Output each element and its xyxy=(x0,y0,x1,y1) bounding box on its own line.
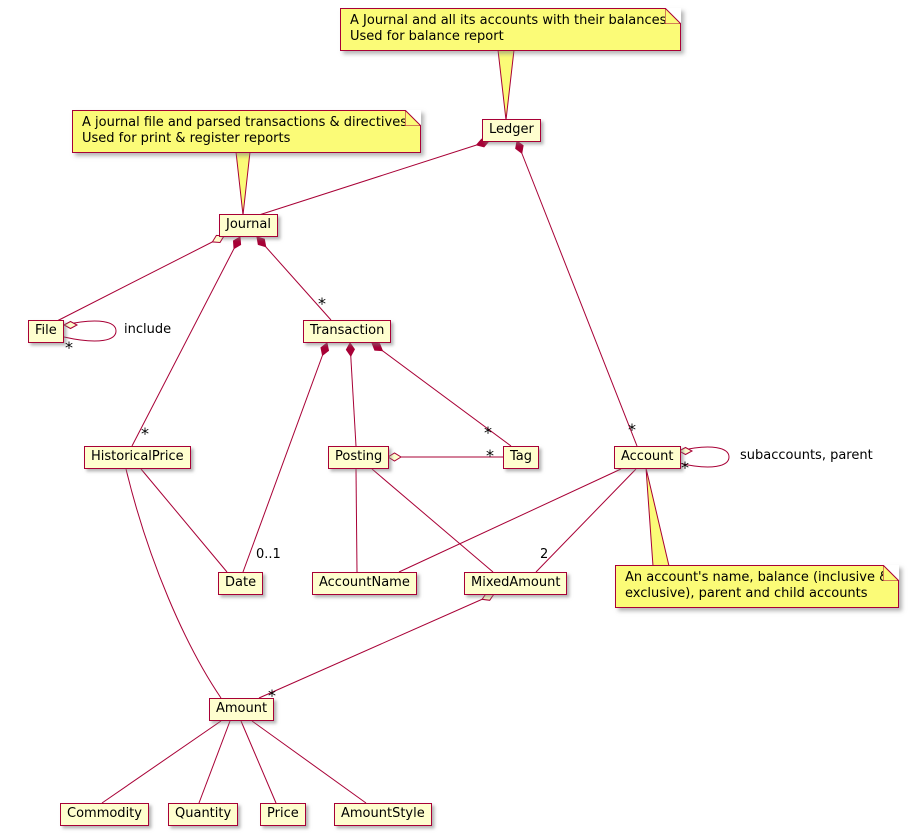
edge-account-accountname xyxy=(398,468,622,573)
edge-amount-amountstyle xyxy=(251,720,367,804)
uml-diamond xyxy=(515,140,524,154)
label-include: include xyxy=(124,322,172,337)
class-mixedamount: MixedAmount xyxy=(464,572,568,595)
note-account-line2: exclusive), parent and child accounts xyxy=(625,586,868,601)
class-commodity: Commodity xyxy=(60,803,149,826)
edge-historicalprice-date xyxy=(140,468,228,573)
edge-transaction-date xyxy=(242,342,328,573)
class-accountname: AccountName xyxy=(312,572,417,595)
uml-diamond xyxy=(320,342,330,357)
uml-diamond xyxy=(211,234,225,244)
mult-historicalprice: * xyxy=(141,424,149,443)
note-account: An account's name, balance (inclusive & … xyxy=(615,565,900,608)
note-tail-ledger xyxy=(497,49,515,121)
note-tail-journal xyxy=(235,151,251,216)
mult-date: 0..1 xyxy=(256,547,281,562)
edge-amount-price xyxy=(240,720,277,804)
mult-account: * xyxy=(628,420,636,439)
uml-diamond xyxy=(387,452,402,462)
class-amount: Amount xyxy=(209,698,275,721)
uml-diamond xyxy=(232,236,242,250)
mult-tag-from-posting: * xyxy=(486,446,494,465)
class-tag: Tag xyxy=(503,446,540,469)
note-journal-line1: A journal file and parsed transactions &… xyxy=(82,115,412,130)
class-file: File xyxy=(28,320,64,343)
edge-posting-mixedamount xyxy=(371,468,494,573)
edge-file-include-loop xyxy=(63,320,117,342)
mult-amount: * xyxy=(268,686,276,705)
edge-historicalprice-amount xyxy=(125,468,222,699)
note-tail-account xyxy=(645,467,670,567)
label-subaccounts-parent: subaccounts, parent xyxy=(740,448,873,463)
mult-tag-from-transaction: * xyxy=(484,423,492,442)
edge-amount-quantity xyxy=(198,720,231,804)
class-amountstyle: AmountStyle xyxy=(334,803,432,826)
class-price: Price xyxy=(260,803,306,826)
class-account: Account xyxy=(614,446,681,469)
uml-diamond xyxy=(371,342,384,352)
note-journal: A journal file and parsed transactions &… xyxy=(72,110,422,153)
edge-amount-commodity xyxy=(101,720,222,804)
class-transaction: Transaction xyxy=(303,320,392,343)
edge-account-mixedamount xyxy=(535,468,637,573)
uml-diamond xyxy=(256,236,267,248)
note-ledger: A Journal and all its accounts with thei… xyxy=(340,8,681,51)
edge-account-self-loop xyxy=(678,446,730,468)
class-historicalprice: HistoricalPrice xyxy=(84,446,191,469)
uml-diamond xyxy=(345,342,355,357)
edge-posting-accountname xyxy=(355,468,358,573)
mult-transaction: * xyxy=(318,294,326,313)
edge-ledger-account xyxy=(516,140,638,447)
diamond-file-loop xyxy=(62,320,79,330)
class-journal: Journal xyxy=(219,214,278,237)
edge-transaction-tag xyxy=(371,342,512,447)
note-ledger-line1: A Journal and all its accounts with thei… xyxy=(350,13,671,28)
note-fold-icon xyxy=(883,565,900,581)
edge-mixedamount-amount xyxy=(258,593,495,699)
edge-journal-file xyxy=(56,235,225,322)
note-ledger-line2: Used for balance report xyxy=(350,29,504,44)
edge-transaction-posting xyxy=(349,342,357,447)
class-ledger: Ledger xyxy=(482,119,541,142)
note-fold-icon xyxy=(405,110,422,126)
edge-journal-historicalprice xyxy=(131,236,241,447)
edge-journal-transaction xyxy=(256,236,332,321)
class-date: Date xyxy=(218,572,264,595)
mult-mixedamount: 2 xyxy=(540,547,549,562)
diamond-account-loop xyxy=(677,446,694,456)
mult-account-self: * xyxy=(681,458,689,477)
note-account-line1: An account's name, balance (inclusive & xyxy=(625,570,890,585)
note-fold-icon xyxy=(664,8,681,24)
class-posting: Posting xyxy=(328,446,390,469)
class-quantity: Quantity xyxy=(168,803,239,826)
edge-ledger-journal xyxy=(258,140,490,216)
mult-file: * xyxy=(65,338,73,357)
note-journal-line2: Used for print & register reports xyxy=(82,131,291,146)
